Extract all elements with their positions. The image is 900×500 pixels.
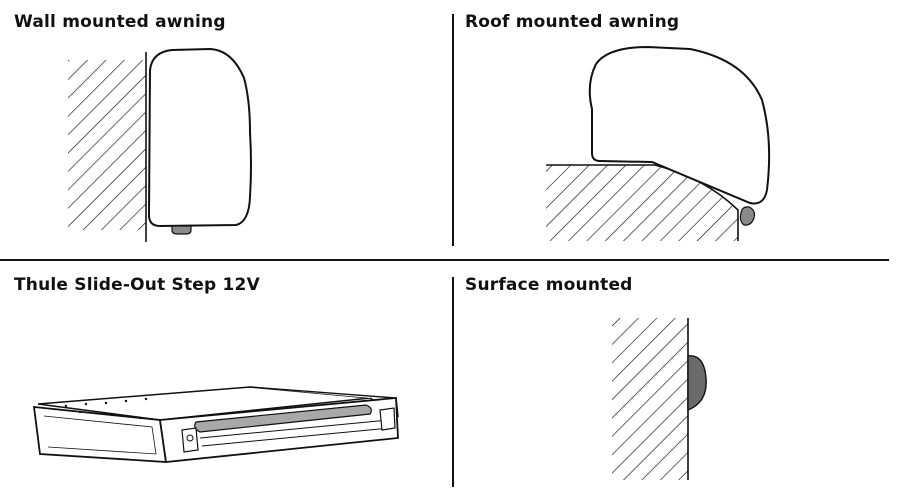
step-dots <box>64 397 148 420</box>
awning-case <box>147 47 252 228</box>
horizontal-divider <box>0 259 889 261</box>
wall-mounted-awning-title: Wall mounted awning <box>14 12 226 32</box>
surface-mounted-illustration <box>612 318 707 480</box>
step-right-cap <box>379 407 396 431</box>
awning-roller <box>171 225 192 235</box>
wall-mounted-awning-illustration <box>68 47 252 242</box>
step-front-inner <box>43 415 157 455</box>
step-rail-lower-2 <box>201 427 391 447</box>
surface-mount-bump <box>687 355 707 412</box>
awning-case-roof <box>588 45 771 205</box>
roof-mounted-awning-title: Roof mounted awning <box>465 12 680 32</box>
vertical-divider-bottom <box>452 277 454 487</box>
step-bolt <box>186 434 194 442</box>
awning-roller-roof <box>739 206 756 226</box>
surface-mounted-title: Surface mounted <box>465 275 633 295</box>
roof-mounted-awning-illustration <box>546 45 771 241</box>
slide-out-step-illustration <box>32 386 399 463</box>
roof-hatch <box>546 165 738 241</box>
vertical-divider-top <box>452 14 454 246</box>
wall-hatch <box>68 60 146 230</box>
step-rail-lower <box>199 419 389 439</box>
slide-out-step-title: Thule Slide-Out Step 12V <box>14 275 260 295</box>
step-slide-bar <box>194 404 372 433</box>
surface-hatch <box>612 318 688 480</box>
